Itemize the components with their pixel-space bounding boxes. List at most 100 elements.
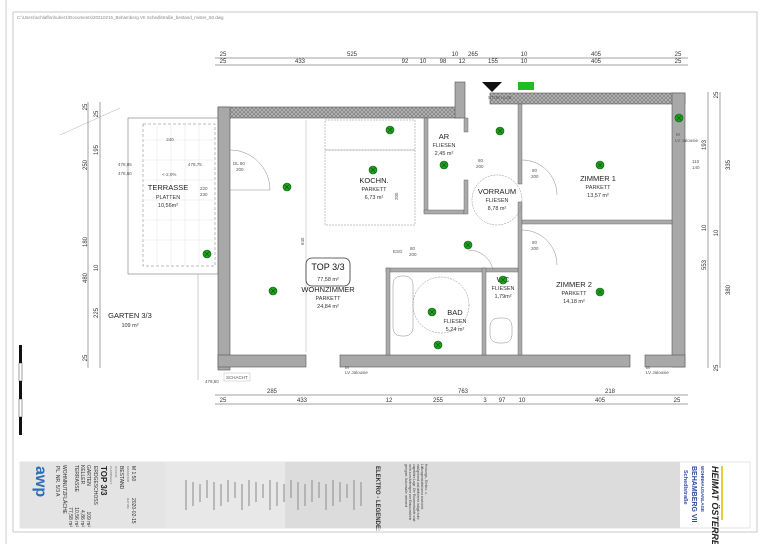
height-230: 230 [200,192,208,197]
level-mark-3: 478,75 [188,162,202,167]
dimension-label: 25 [714,91,720,98]
project-street: Schedlstraße [682,470,688,505]
room-name-bad: BAD [447,308,463,317]
room-name-zimmer1: ZIMMER 1 [580,174,616,183]
schacht-label: SCHACHT [226,375,248,380]
dimension-lines [87,57,721,405]
area-value-3: 109 m² [85,511,91,527]
level-mark-4: 478,60 [205,379,219,384]
door-width-z2: 80 [532,240,538,245]
room-floor-bad: FLIESEN [444,319,467,325]
door-label-dl: DL 80 [233,161,245,166]
dimension-label: 218 [605,389,616,395]
dimension-label: 25 [83,103,89,110]
dimension-label: 98 [440,59,447,65]
dimension-label: 405 [591,59,602,65]
dim-205: 205 [394,192,399,200]
room-area-bad: 5,24 m² [446,327,465,333]
room-name-wohnzimmer: WOHNZIMMER [301,285,355,294]
ceiling-outlet-icon [282,182,292,192]
dimension-label: 10 [420,59,427,65]
level-mark-1: 478,85 [118,162,132,167]
dimension-label: 25 [220,59,227,65]
electro-legend [165,462,285,528]
dimension-label: 12 [459,59,466,65]
dimension-label: 25 [675,59,682,65]
room-floor-vorraum: FLIESEN [486,198,509,204]
jalousie-label-3: LV Jalousie [675,138,698,143]
room-name-ar: AR [439,132,450,141]
ceiling-outlet-icon [385,125,395,135]
room-area-zimmer1: 13,57 m² [587,193,609,199]
jalousie-motor-2: M [646,365,650,370]
door-width-ar: 80 [478,158,484,163]
dimension-label: 180 [83,236,89,247]
project-type: WOHNHAUSANLAGE [700,466,705,512]
dimension-label: 250 [83,159,89,170]
jalousie-label-1: LV Jalousie [345,370,368,375]
title-top: TOP 3/3 [99,466,108,496]
area-label-0: WOHNNUTZFLÄCHE [61,465,68,515]
terrace [59,107,219,380]
dimension-label: 25 [674,398,681,404]
window-140: 140 [692,165,700,170]
room-floor-wc: FLIESEN [492,286,515,292]
dimension-label: 763 [458,389,469,395]
ceiling-outlet-icon [595,287,605,297]
dimension-label: 97 [499,398,506,404]
door-height-kitchen: 200 [409,252,417,257]
note-wrapper: Heizungs-, Elektro- u. Lüftungsinstallat… [404,464,428,521]
jalousie-motor-3: M [676,132,680,137]
dimension-label: 10 [702,224,708,231]
area-label-3: GARTEN [85,465,91,486]
room-area-zimmer2: 14,18 m² [563,299,585,305]
dimension-label: 553 [702,259,708,270]
room-floor-terrasse: PLATTEN [156,195,180,201]
title-block-text: awp PL. NR. 5/3 A WOHNNUTZFLÄCHE 77,58 m… [32,464,723,544]
room-name-zimmer2: ZIMMER 2 [556,280,592,289]
ceiling-outlet-icon [498,275,508,285]
plan-content-label: PLANINHALT [109,466,113,484]
date-value: 2020-02-15 [130,498,136,524]
dimension-label: 10 [94,264,100,271]
ceiling-outlet-icon [368,165,378,175]
dimension-label: 193 [702,139,708,150]
room-floor-zimmer1: PARKETT [586,185,612,191]
dimension-label: 335 [726,159,732,170]
dimension-label: 525 [347,52,358,58]
dimension-label: 10 [714,229,720,236]
doorbell-icon [518,82,534,90]
dimension-label: 265 [468,52,479,58]
scale-value: M 1:50 [130,466,136,482]
room-area-terrasse: 10,56m² [158,203,178,209]
dimension-label: 285 [267,389,278,395]
status-label: STATUS [114,466,118,477]
ceiling-outlet-icon [495,126,505,136]
door-width-kitchen: 80 [410,246,416,251]
room-area-ar: 2,45 m² [435,151,454,157]
plan-number: PL. NR. 5/3 A [54,466,60,497]
ceiling-outlets [202,113,684,350]
dimension-label: 25 [714,364,720,371]
dimension-label: 25 [220,398,227,404]
unit-name: TOP 3/3 [311,262,344,272]
dimension-label: 25 [220,52,227,58]
floor-label: ERDGESCHOSS [92,466,98,506]
dimension-label: 10 [521,52,528,58]
entrance-arrow-icon [482,82,502,92]
room-name-garten: GARTEN 3/3 [108,311,152,320]
room-floor-ar: FLIESEN [433,143,456,149]
ceiling-outlet-icon [427,307,437,317]
area-value-2: 4,86 m² [79,510,85,527]
jalousie-motor-1: M [345,365,349,370]
dimension-label: 10 [521,59,528,65]
unit-area: 77,58 m² [317,277,339,283]
ceiling-outlet-icon [595,160,605,170]
room-area-garten: 109 m² [121,323,138,329]
dimension-label: 255 [433,398,444,404]
dimension-label: 12 [386,398,393,404]
file-path: C:\Users\schlaffenhuber1\Documents\20210… [17,15,224,20]
room-area-vorraum: 8,78 m² [488,206,507,212]
